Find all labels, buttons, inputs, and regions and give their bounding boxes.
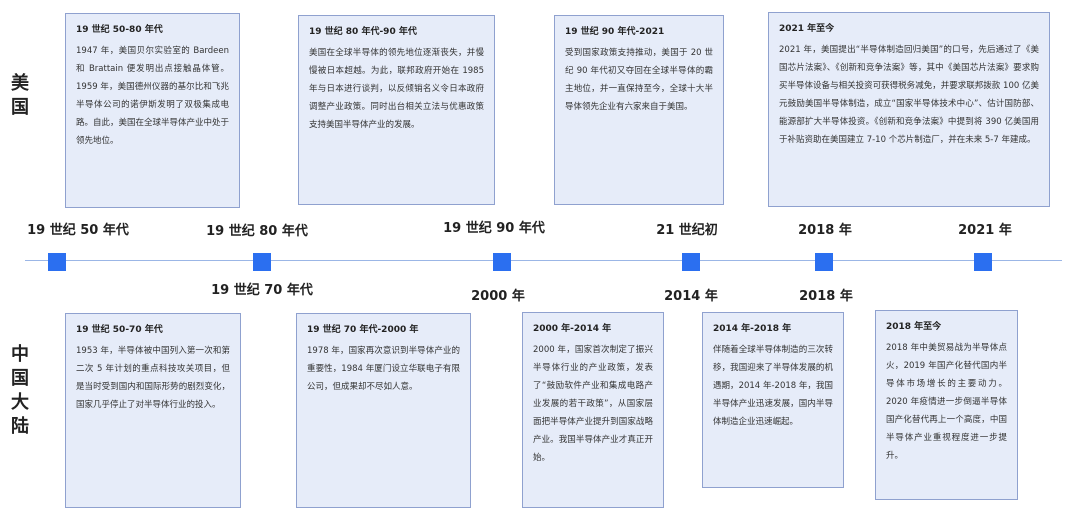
cn-period-box-1: 19 世纪 50-70 年代 1953 年，半导体被中国列入第一次和第二次 5 …: [65, 313, 241, 508]
us-period-text: 美国在全球半导体的领先地位逐渐丧失，并慢慢被日本超越。为此，联邦政府开始在 19…: [309, 48, 484, 130]
us-period-title: 19 世纪 90 年代-2021: [565, 27, 665, 37]
timeline-label: 2018 年: [799, 289, 853, 304]
timeline-label: 2014 年: [664, 289, 718, 304]
cn-period-text: 1978 年，国家再次意识到半导体产业的重要性，1984 年厦门设立华联电子有限…: [307, 346, 460, 392]
cn-period-text: 1953 年，半导体被中国列入第一次和第二次 5 年计划的重点科技攻关项目，但是…: [76, 346, 230, 410]
cn-period-text: 2018 年中美贸易战为半导体点火，2019 年国产化替代国内半导体市场增长的主…: [886, 343, 1007, 461]
cn-period-title: 2000 年-2014 年: [533, 324, 612, 334]
cn-period-title: 2018 年至今: [886, 322, 942, 332]
cn-period-box-5: 2018 年至今 2018 年中美贸易战为半导体点火，2019 年国产化替代国内…: [875, 310, 1018, 500]
region-label-us: 美国: [11, 73, 29, 118]
cn-period-box-4: 2014 年-2018 年 伴随着全球半导体制造的三次转移，我国迎来了半导体发展…: [702, 312, 844, 488]
us-period-text: 受到国家政策支持推动，美国于 20 世纪 90 年代初又夺回在全球半导体的霸主地…: [565, 48, 713, 112]
us-period-box-1: 19 世纪 50-80 年代 1947 年，美国贝尔实验室的 Bardeen 和…: [65, 13, 240, 208]
us-period-title: 19 世纪 80 年代-90 年代: [309, 27, 417, 37]
cn-period-title: 2014 年-2018 年: [713, 324, 792, 334]
cn-period-title: 19 世纪 50-70 年代: [76, 325, 163, 335]
cn-period-box-2: 19 世纪 70 年代-2000 年 1978 年，国家再次意识到半导体产业的重…: [296, 313, 471, 508]
cn-period-title: 19 世纪 70 年代-2000 年: [307, 325, 419, 335]
timeline-label: 19 世纪 50 年代: [27, 223, 129, 238]
us-period-text: 1947 年，美国贝尔实验室的 Bardeen 和 Brattain 便发明出点…: [76, 46, 230, 146]
cn-period-box-3: 2000 年-2014 年 2000 年，国家首次制定了振兴半导体行业的产业政策…: [522, 312, 664, 508]
timeline-axis: [25, 260, 1062, 261]
timeline-label: 19 世纪 70 年代: [211, 283, 313, 298]
region-label-china: 中国大陆: [11, 344, 29, 437]
timeline-marker: [815, 253, 833, 271]
timeline-label: 19 世纪 80 年代: [206, 224, 308, 239]
us-period-title: 2021 年至今: [779, 24, 835, 34]
timeline-marker: [253, 253, 271, 271]
us-period-box-3: 19 世纪 90 年代-2021 受到国家政策支持推动，美国于 20 世纪 90…: [554, 15, 724, 205]
us-period-title: 19 世纪 50-80 年代: [76, 25, 163, 35]
cn-period-text: 2000 年，国家首次制定了振兴半导体行业的产业政策，发表了“鼓励软件产业和集成…: [533, 345, 653, 463]
timeline-marker: [48, 253, 66, 271]
timeline-label: 19 世纪 90 年代: [443, 221, 545, 236]
timeline-marker: [974, 253, 992, 271]
timeline-label: 2000 年: [471, 289, 525, 304]
us-period-box-4: 2021 年至今 2021 年，美国提出“半导体制造回归美国”的口号，先后通过了…: [768, 12, 1050, 207]
timeline-marker: [682, 253, 700, 271]
timeline-label: 21 世纪初: [656, 223, 718, 238]
timeline-label: 2018 年: [798, 223, 852, 238]
timeline-marker: [493, 253, 511, 271]
us-period-text: 2021 年，美国提出“半导体制造回归美国”的口号，先后通过了《美国芯片法案》、…: [779, 45, 1039, 145]
us-period-box-2: 19 世纪 80 年代-90 年代 美国在全球半导体的领先地位逐渐丧失，并慢慢被…: [298, 15, 495, 205]
cn-period-text: 伴随着全球半导体制造的三次转移，我国迎来了半导体发展的机遇期，2014 年-20…: [713, 345, 833, 427]
timeline-label: 2021 年: [958, 223, 1012, 238]
